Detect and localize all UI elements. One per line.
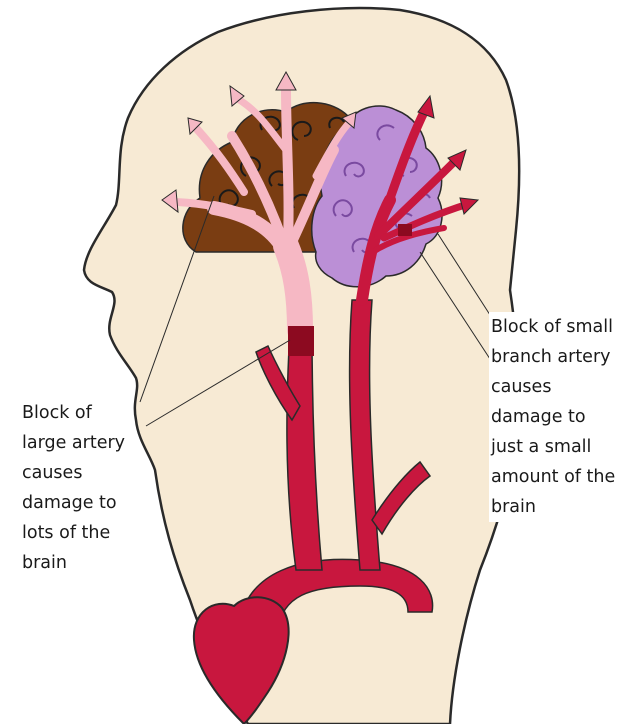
label-line: damage to (491, 402, 615, 432)
label-line: branch artery (491, 342, 615, 372)
large-artery-blockage (288, 326, 314, 356)
label-line: amount of the (491, 462, 615, 492)
label-line: damage to (22, 488, 125, 518)
label-line: Block of (22, 398, 125, 428)
label-line: Block of small (491, 312, 615, 342)
small-artery-label: Block of small branch artery causes dama… (489, 312, 617, 522)
label-line: brain (491, 492, 615, 522)
label-line: just a small (491, 432, 615, 462)
label-line: large artery (22, 428, 125, 458)
small-artery-blockage (398, 224, 412, 236)
label-line: lots of the (22, 518, 125, 548)
label-line: causes (22, 458, 125, 488)
large-artery-label: Block of large artery causes damage to l… (20, 398, 127, 578)
label-line: causes (491, 372, 615, 402)
label-line: brain (22, 548, 125, 578)
